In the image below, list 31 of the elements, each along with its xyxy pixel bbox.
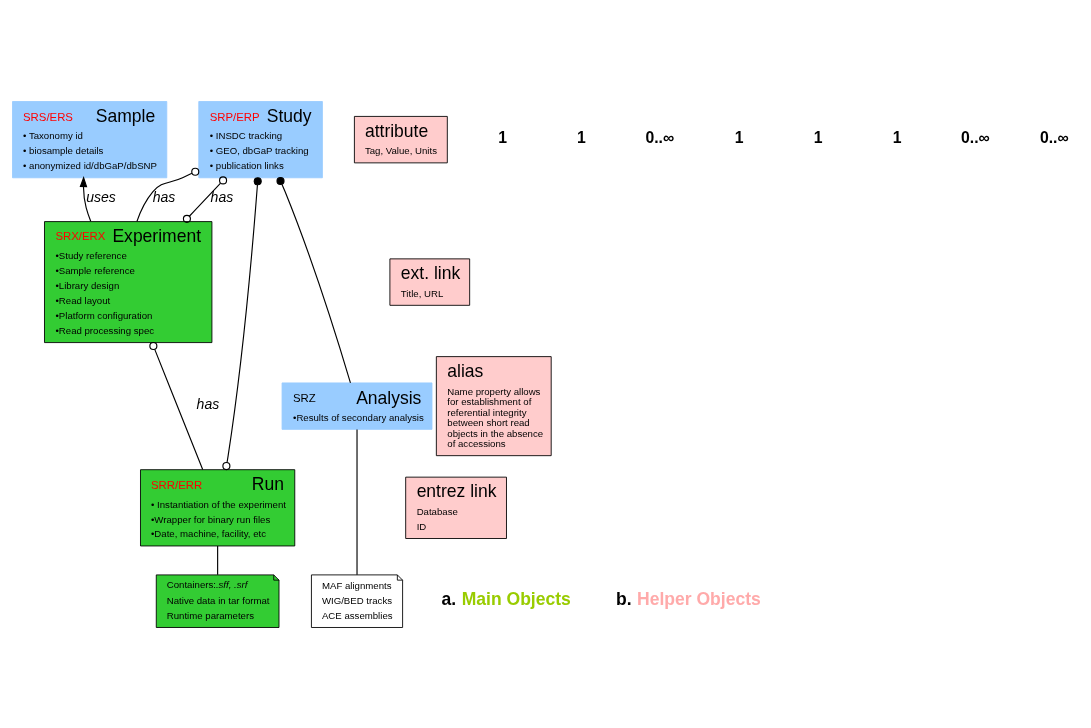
connector: [182, 175, 228, 223]
label: 0..∞: [645, 128, 675, 146]
label: a. Main Objects: [441, 588, 571, 609]
label: 0..∞: [1039, 128, 1069, 146]
node-box: attribute Tag, Value, Units: [353, 115, 448, 163]
node-box: entrez link Database ID: [405, 476, 507, 539]
node-box: SRX/ERX Experiment •Study reference •Sample reference •Library design •Read layout •Platform configuration •Read processing spec: [44, 220, 213, 343]
label: 1: [892, 128, 902, 146]
connector: [136, 167, 200, 222]
connector: [217, 544, 219, 575]
label: b. Helper Objects: [616, 588, 761, 609]
node-box: alias Name property allows for establishment of referential integrity between short read objects in the absence of accessions: [435, 355, 552, 456]
node-box: SRP/ERP Study • INSDC tracking • GEO, dbGaP tracking • publication links: [198, 100, 323, 178]
edge-label: has: [196, 395, 220, 412]
connector: [222, 176, 262, 470]
node-box: SRR/ERR Run • Instantiation of the experiment •Wrapper for binary run files •Date, machine, facility, etc: [140, 468, 296, 546]
node-box: SRS/ERS Sample • Taxonomy id • biosample details • anonymized id/dbGaP/dbSNP: [12, 100, 168, 178]
connector: [149, 341, 204, 470]
connector: [276, 176, 351, 383]
label: 1: [498, 128, 507, 146]
label: 0..∞: [961, 128, 990, 146]
label: 1: [577, 128, 586, 146]
edge-label: uses: [86, 188, 116, 205]
arrow: [79, 175, 92, 222]
edge-label: has: [152, 188, 176, 205]
edge-label: has: [210, 188, 234, 205]
connector: [356, 428, 358, 575]
node-box: ext. link Title, URL: [389, 257, 471, 306]
label: 1: [734, 128, 744, 146]
node-box: SRZ Analysis •Results of secondary analysis: [281, 381, 433, 430]
label: 1: [813, 128, 823, 146]
